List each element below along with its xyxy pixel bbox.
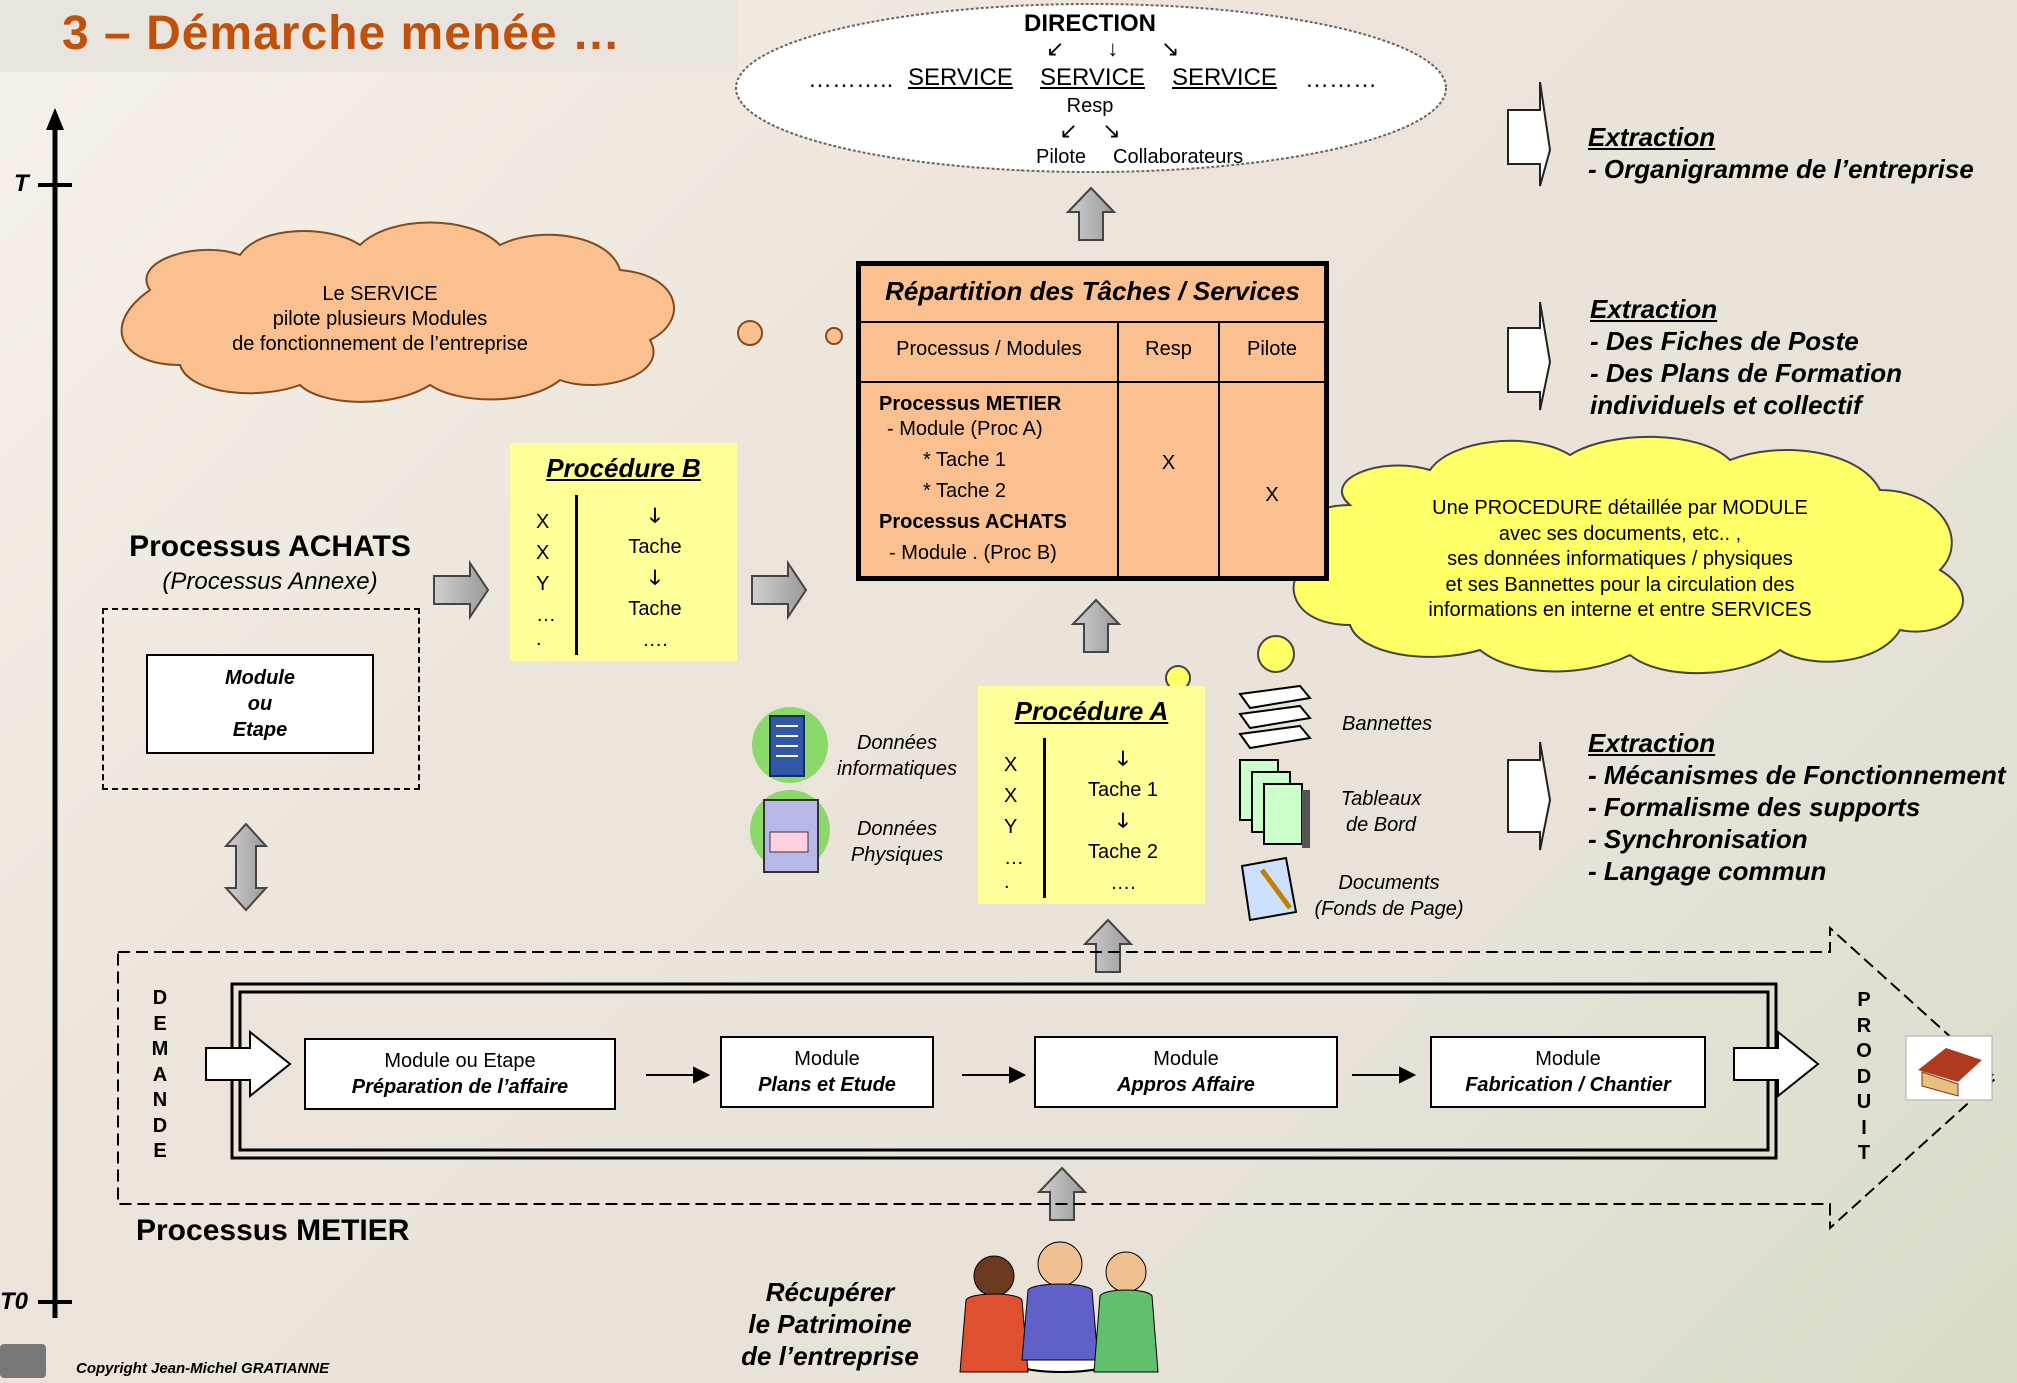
repartition-title: Répartition des Tâches / Services xyxy=(885,276,1300,306)
achats-subtitle: (Processus Annexe) xyxy=(162,568,378,595)
achats-title: Processus ACHATS xyxy=(129,530,411,563)
procedure-b-title: Procédure B xyxy=(546,453,701,483)
cloud-procedure-text: Une PROCEDURE détaillée par MODULE avec … xyxy=(1380,496,1860,624)
page-title: 3 – Démarche menée … xyxy=(62,7,621,60)
repartition-row: * Tache 2 xyxy=(923,480,1007,502)
extraction-3-item: - Formalisme des supports xyxy=(1588,792,1921,822)
extraction-1-item: - Organigramme de l’entreprise xyxy=(1588,154,1974,184)
repartition-header-pilote: Pilote xyxy=(1246,338,1298,360)
repartition-row: - Module . (Proc B) xyxy=(889,542,1057,564)
cloud-procedure-line: et ses Bannettes pour la circulation des xyxy=(1445,573,1795,596)
org-service-1: SERVICE xyxy=(908,64,1013,91)
achats-container xyxy=(102,608,420,790)
repartition-header-processus: Processus / Modules xyxy=(896,338,1082,360)
metier-label: Processus METIER xyxy=(136,1214,410,1247)
logo-icon xyxy=(0,1344,46,1378)
repartition-row: Processus ACHATS xyxy=(879,511,1067,533)
repartition-pilote-mark: X xyxy=(1265,484,1279,506)
cloud-service-line: pilote plusieurs Modules xyxy=(272,308,488,330)
org-resp: Resp xyxy=(1066,95,1114,117)
arrow-down-icon: 🡓 xyxy=(1117,748,1129,770)
org-service-2: SERVICE xyxy=(1040,64,1145,91)
cloud-procedure-line: informations en interne et entre SERVICE… xyxy=(1428,599,1812,621)
extraction-3-item: - Mécanismes de Fonctionnement xyxy=(1588,760,2006,790)
arrow-down-icon: 🡓 xyxy=(649,505,661,527)
extraction-2-title: Extraction xyxy=(1590,294,1718,324)
repartition-table: Répartition des Tâches / Services Proces… xyxy=(856,261,1329,581)
documents-stack-icon xyxy=(1239,759,1310,848)
repartition-header-resp: Resp xyxy=(1145,338,1192,360)
org-dots-right: ……… xyxy=(1305,66,1377,93)
house-icon xyxy=(1905,1035,1993,1101)
label-documents: Documents(Fonds de Page) xyxy=(1314,872,1464,920)
cloud-service-text: Le SERVICE pilote plusieurs Modules de f… xyxy=(180,282,580,357)
cloud-procedure-line: ses données informatiques / physiques xyxy=(1447,548,1793,570)
axis-label-t: T xyxy=(14,170,29,197)
cloud-procedure-line: avec ses documents, etc.. , xyxy=(1498,522,1742,545)
cloud-service-line: de fonctionnement de l’entreprise xyxy=(232,333,528,355)
arrow-down-icon: 🡓 xyxy=(1117,810,1129,832)
org-dots-left: ……….. xyxy=(808,66,894,93)
axis-label-t0: T0 xyxy=(0,1288,29,1315)
arrow-down-icon: 🡓 xyxy=(649,567,661,589)
tray-icon xyxy=(1238,684,1312,750)
repartition-row: * Tache 1 xyxy=(923,449,1007,471)
org-collaborateurs: Collaborateurs xyxy=(1113,146,1244,168)
org-pilote: Pilote xyxy=(1036,146,1087,168)
server-icon xyxy=(752,707,828,783)
cabinet-icon xyxy=(750,790,830,873)
extraction-1-title: Extraction xyxy=(1588,122,1716,152)
document-pen-icon xyxy=(1240,856,1298,922)
extraction-3-item: - Langage commun xyxy=(1588,856,1827,886)
procedure-a-right: 🡓 Tache 1 🡓 Tache 2 …. xyxy=(1048,744,1198,899)
label-bannettes: Bannettes xyxy=(1342,713,1433,735)
cloud-service-line: Le SERVICE xyxy=(322,283,438,305)
extraction-2: Extraction - Des Fiches de Poste - Des P… xyxy=(1590,294,1902,421)
extraction-2-item: individuels et collectif xyxy=(1590,390,1862,420)
cloud-procedure-line: Une PROCEDURE détaillée par MODULE xyxy=(1432,497,1808,519)
extraction-3: Extraction - Mécanismes de Fonctionnemen… xyxy=(1588,728,2006,887)
extraction-2-item: - Des Fiches de Poste xyxy=(1590,326,1859,356)
org-service-3: SERVICE xyxy=(1172,64,1277,91)
extraction-1: Extraction - Organigramme de l’entrepris… xyxy=(1588,122,1974,185)
extraction-3-title: Extraction xyxy=(1588,728,1716,758)
org-direction: DIRECTION xyxy=(1024,10,1156,37)
org-arrows-small: ↙ ↘ xyxy=(1059,118,1121,143)
extraction-2-item: - Des Plans de Formation xyxy=(1590,358,1903,388)
copyright: Copyright Jean-Michel GRATIANNE xyxy=(76,1360,330,1377)
title-bar xyxy=(0,0,738,72)
repartition-resp-mark: X xyxy=(1161,452,1176,474)
repartition-row: - Module (Proc A) xyxy=(887,418,1043,440)
extraction-3-item: - Synchronisation xyxy=(1588,824,1808,854)
procedure-b-right: 🡓 Tache 🡓 Tache …. xyxy=(580,501,730,656)
procedure-a-title: Procédure A xyxy=(1014,696,1169,726)
repartition-row: Processus METIER xyxy=(879,393,1062,415)
